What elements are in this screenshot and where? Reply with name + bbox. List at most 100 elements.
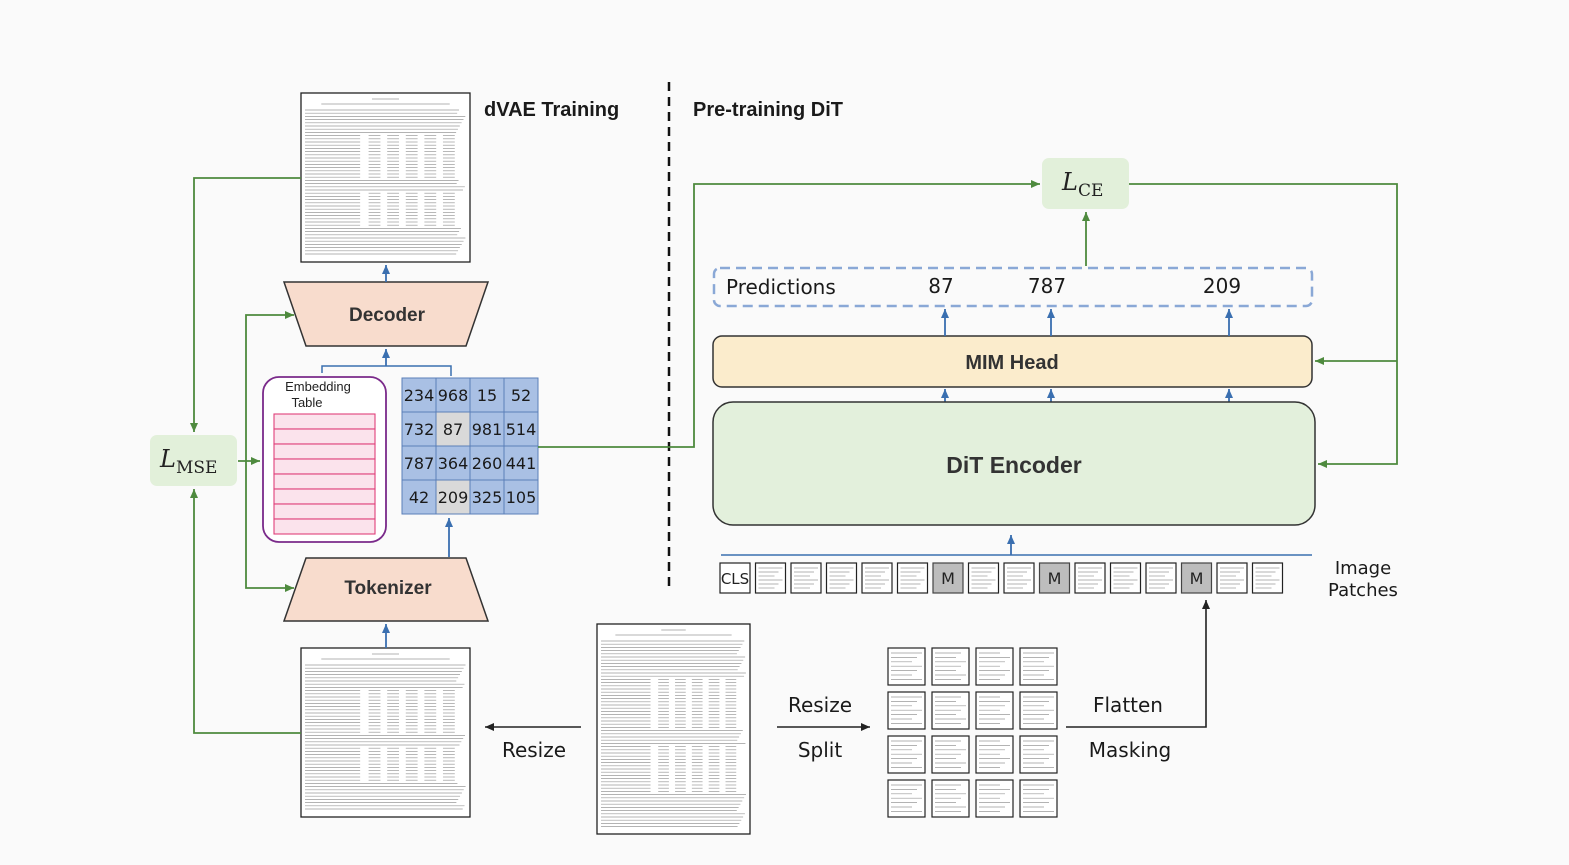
masked-patch — [1180, 562, 1213, 594]
token-value: 87 — [443, 420, 463, 439]
bottom-flow: Resize Resize Split Flatten Masking — [485, 600, 1210, 762]
image-patch — [1003, 562, 1035, 594]
prediction-value-2: 787 — [1028, 274, 1066, 298]
image-patch — [896, 562, 929, 594]
token-cell — [401, 479, 437, 515]
image-patches-label-line1: Image — [1335, 558, 1391, 579]
reconstructed-document-image — [300, 92, 471, 263]
token-value: 105 — [506, 488, 537, 507]
decoder-block: Decoder — [282, 281, 490, 347]
token-value: 325 — [472, 488, 503, 507]
split-patch — [887, 779, 926, 818]
embedding-row — [273, 503, 376, 520]
embedding-table-label-line2: Table — [291, 395, 322, 410]
patches-to-encoder-connector — [721, 535, 1312, 556]
token-cell — [503, 411, 539, 447]
embedding-table: Embedding Table — [262, 376, 387, 543]
mse-loss-symbol: L — [159, 445, 176, 473]
token-value: 42 — [409, 488, 429, 507]
image-patch — [1109, 562, 1142, 594]
predictions-box: Predictions 87 787 209 — [712, 266, 1314, 308]
mse-loss-box: LMSE — [150, 435, 237, 486]
tokenizer-block: Tokenizer — [282, 557, 490, 622]
dvae-connectors — [190, 177, 1040, 734]
token-value: 787 — [404, 454, 435, 473]
svg-text:LCE: LCE — [1061, 168, 1103, 201]
mim-head-block: MIM Head — [712, 335, 1313, 388]
image-patch — [1216, 562, 1248, 594]
split-patch — [887, 647, 926, 686]
embedding-table-label-line1: Embedding — [285, 379, 351, 394]
split-patch — [975, 735, 1014, 774]
masked-patch — [932, 562, 964, 594]
resize-label: Resize — [788, 693, 852, 717]
split-label: Split — [798, 738, 843, 762]
image-patch — [1145, 562, 1177, 594]
decoder-label: Decoder — [349, 305, 426, 326]
token-value: 514 — [506, 420, 537, 439]
split-patch — [931, 647, 970, 686]
ce-loss-box: LCE — [1042, 158, 1129, 209]
token-cell — [503, 377, 539, 413]
embedding-row — [273, 413, 376, 430]
split-patch — [975, 779, 1014, 818]
image-patch — [861, 562, 893, 594]
mask-token-label: M — [1190, 569, 1204, 588]
token-value: 732 — [404, 420, 435, 439]
encoder-to-mim-arrows — [941, 389, 1233, 402]
token-value: 15 — [477, 386, 497, 405]
heading-dvae-training: dVAE Training — [484, 99, 619, 121]
image-patch — [825, 562, 858, 594]
token-value: 981 — [472, 420, 503, 439]
image-patches-label-line2: Patches — [1328, 580, 1398, 601]
embedding-row — [273, 518, 376, 535]
cls-token-label: CLS — [721, 570, 749, 588]
embedding-row — [273, 473, 376, 490]
masked-patch — [1038, 562, 1071, 594]
masking-label: Masking — [1089, 738, 1171, 762]
image-patch — [1251, 562, 1284, 594]
embedding-rows — [273, 413, 376, 535]
image-patch — [967, 562, 1000, 594]
cls-token — [719, 562, 751, 594]
ce-loss-symbol: L — [1061, 168, 1078, 196]
mim-to-prediction-arrows — [941, 309, 1233, 336]
split-patch — [887, 691, 926, 730]
image-patch — [1074, 562, 1106, 594]
token-value: 260 — [472, 454, 503, 473]
dit-encoder-label: DiT Encoder — [946, 452, 1082, 478]
token-cell — [503, 479, 539, 515]
split-patch — [1019, 735, 1058, 774]
mse-loss-subscript: MSE — [176, 458, 217, 478]
split-patch-grid — [887, 647, 1058, 818]
split-patch — [1019, 691, 1058, 730]
image-patch — [790, 562, 822, 594]
flatten-label: Flatten — [1093, 693, 1163, 717]
embedding-row — [273, 488, 376, 505]
original-document-image — [596, 623, 751, 835]
embedding-row — [273, 428, 376, 445]
prediction-value-3: 209 — [1203, 274, 1241, 298]
token-cell — [503, 445, 539, 481]
mask-token-label: M — [1048, 569, 1062, 588]
ce-loss-subscript: CE — [1078, 181, 1103, 201]
embedding-row — [273, 443, 376, 460]
token-cell — [469, 479, 505, 515]
mim-head-label: MIM Head — [965, 352, 1058, 374]
token-value: 968 — [438, 386, 469, 405]
ce-feedback-connectors — [1082, 183, 1398, 468]
token-cell — [435, 445, 471, 481]
prediction-value-1: 87 — [928, 274, 953, 298]
resize-left-label: Resize — [502, 738, 566, 762]
svg-text:LMSE: LMSE — [159, 445, 217, 478]
dit-encoder-block: DiT Encoder — [712, 401, 1316, 526]
split-patch — [931, 735, 970, 774]
token-value: 209 — [438, 488, 469, 507]
token-cell — [435, 377, 471, 413]
split-patch — [975, 691, 1014, 730]
split-patch — [931, 779, 970, 818]
embedding-row — [273, 458, 376, 475]
